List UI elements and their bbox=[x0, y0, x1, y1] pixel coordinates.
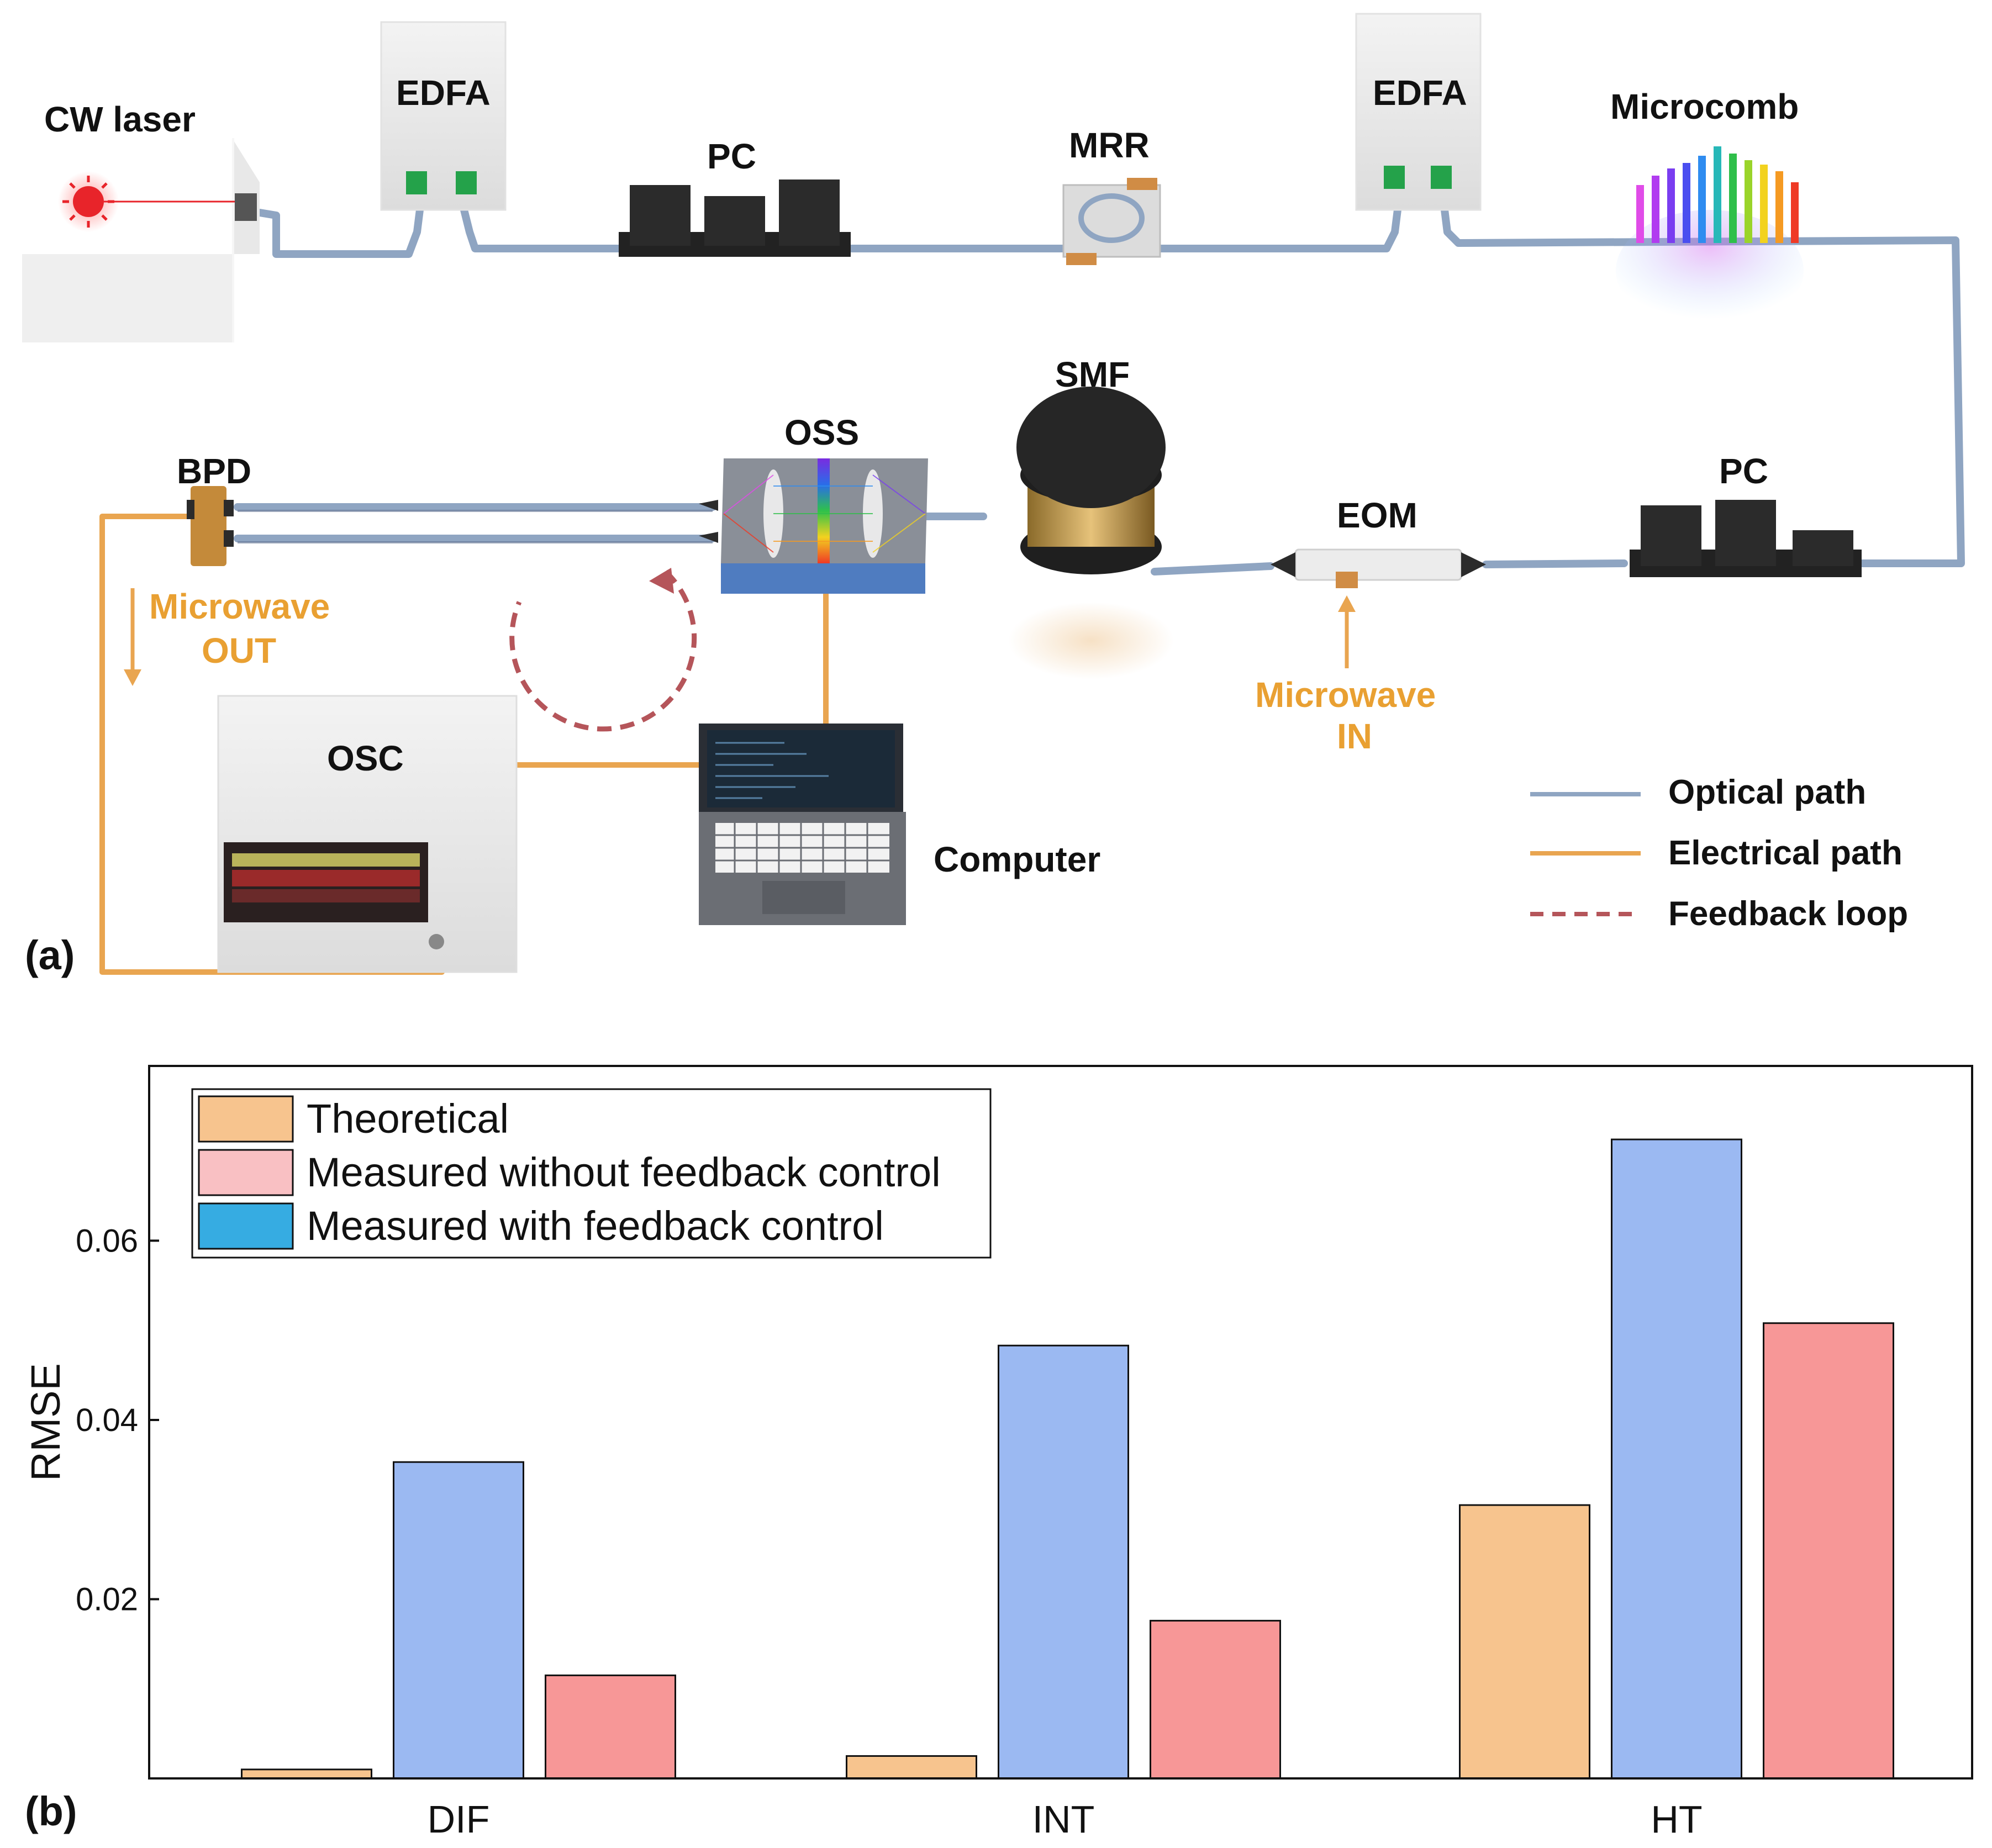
microwave-in-label-1: Microwave bbox=[1255, 675, 1436, 715]
osc-label: OSC bbox=[327, 738, 404, 778]
legend-feedback-label: Feedback loop bbox=[1668, 895, 1908, 933]
ring-resonator-icon bbox=[1062, 178, 1161, 265]
polarization-controller-icon bbox=[619, 179, 851, 257]
smf bbox=[1008, 387, 1174, 679]
legend-label-measured-without-feedback-control: Measured without feedback control bbox=[307, 1149, 941, 1195]
edfa-1 bbox=[380, 21, 507, 211]
bar-ht-theoretical bbox=[1459, 1504, 1590, 1780]
microwave-out-arrow bbox=[124, 588, 141, 686]
oss bbox=[699, 458, 928, 594]
panel-b-label: (b) bbox=[25, 1788, 77, 1834]
y-tick-label: 0.06 bbox=[76, 1223, 138, 1259]
rmse-bar-chart: 0.02 0.04 0.06 DIF INT HT RMSE TheoreticalMe… bbox=[23, 1065, 1973, 1841]
bar-dif-measured-with-feedback-control bbox=[393, 1461, 524, 1780]
bpd-label: BPD bbox=[177, 451, 251, 491]
amplifier-icon bbox=[1355, 13, 1482, 211]
legend-frame bbox=[191, 1088, 992, 1259]
microwave-in-label-2: IN bbox=[1337, 716, 1372, 756]
microwave-in-arrow bbox=[1338, 595, 1356, 668]
legend-swatch-measured-with-feedback-control bbox=[198, 1202, 294, 1250]
microcomb-label: Microcomb bbox=[1610, 87, 1799, 126]
cw-laser bbox=[22, 138, 260, 342]
x-tick-label-int: INT bbox=[1032, 1798, 1095, 1841]
bars bbox=[241, 1138, 1894, 1780]
legend-electrical-label: Electrical path bbox=[1668, 834, 1903, 872]
fiber-spool-icon bbox=[1008, 387, 1174, 679]
pc-2-label: PC bbox=[1719, 451, 1768, 491]
polarization-controller-icon bbox=[1630, 500, 1862, 577]
bar-int-measured-without-feedback-control bbox=[1150, 1619, 1281, 1780]
legend-swatch-theoretical bbox=[198, 1095, 294, 1143]
y-axis-ticks: 0.02 0.04 0.06 bbox=[76, 1223, 159, 1617]
panel-a-setup: CW laser EDFA PC bbox=[22, 13, 1965, 978]
photodetector-icon bbox=[187, 486, 234, 566]
edfa-2 bbox=[1355, 13, 1482, 211]
legend-label-measured-with-feedback-control: Measured with feedback control bbox=[307, 1203, 884, 1249]
pc-1 bbox=[619, 179, 851, 257]
feedback-loop bbox=[509, 568, 697, 732]
mrr bbox=[1062, 178, 1161, 265]
laptop-icon bbox=[699, 724, 906, 925]
y-axis-label: RMSE bbox=[23, 1363, 68, 1481]
microwave-out-label-2: OUT bbox=[202, 631, 276, 670]
bar-int-theoretical bbox=[846, 1755, 977, 1780]
panel-a-label: (a) bbox=[25, 932, 75, 978]
microcomb bbox=[1616, 146, 1804, 331]
x-tick-label-dif: DIF bbox=[428, 1798, 490, 1841]
bar-ht-measured-without-feedback-control bbox=[1763, 1322, 1894, 1780]
pc-1-label: PC bbox=[707, 136, 756, 176]
pc-2 bbox=[1630, 500, 1862, 577]
plot-frame bbox=[148, 1065, 1973, 1780]
cw-laser-label: CW laser bbox=[44, 99, 196, 139]
bar-dif-theoretical bbox=[241, 1768, 372, 1780]
bar-int-measured-with-feedback-control bbox=[998, 1344, 1129, 1780]
bar-dif-measured-without-feedback-control bbox=[545, 1674, 676, 1780]
legend-swatch-measured-without-feedback-control bbox=[198, 1149, 294, 1196]
osc bbox=[217, 695, 518, 973]
x-tick-label-ht: HT bbox=[1651, 1798, 1702, 1841]
edfa-1-label: EDFA bbox=[396, 73, 491, 113]
legend-label-theoretical: Theoretical bbox=[307, 1096, 509, 1142]
modulator-icon bbox=[1271, 548, 1486, 588]
computer bbox=[699, 724, 906, 925]
optical-path-shadow bbox=[238, 510, 713, 543]
edfa-2-label: EDFA bbox=[1373, 73, 1467, 113]
mrr-label: MRR bbox=[1069, 125, 1150, 165]
amplifier-icon bbox=[380, 21, 507, 211]
smf-label: SMF bbox=[1055, 355, 1130, 394]
x-axis-labels: DIF INT HT bbox=[428, 1798, 1703, 1841]
eom bbox=[1271, 548, 1486, 588]
computer-label: Computer bbox=[934, 839, 1100, 879]
path-legend: Optical path Electrical path Feedback lo… bbox=[1530, 773, 1908, 933]
eom-label: EOM bbox=[1337, 495, 1417, 535]
y-tick-label: 0.04 bbox=[76, 1402, 138, 1438]
microwave-out-label-1: Microwave bbox=[149, 587, 330, 626]
comb-spectrum-icon bbox=[1616, 146, 1804, 331]
bpd bbox=[187, 486, 234, 566]
spectral-shaper-icon bbox=[721, 458, 928, 594]
legend-optical-label: Optical path bbox=[1668, 773, 1866, 811]
y-tick-label: 0.02 bbox=[76, 1581, 138, 1617]
oscilloscope-icon bbox=[217, 695, 518, 973]
oss-label: OSS bbox=[784, 413, 859, 452]
bar-ht-measured-with-feedback-control bbox=[1611, 1138, 1742, 1780]
